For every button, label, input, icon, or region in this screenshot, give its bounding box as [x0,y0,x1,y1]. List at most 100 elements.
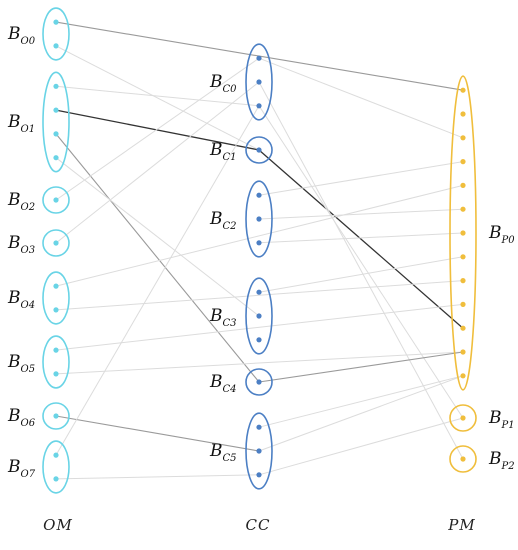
block-o5 [42,335,70,389]
point-o4-1 [53,307,59,313]
edge-c2-1-to-p0-5 [258,208,464,220]
edge-c4-0-to-p0-11 [258,351,464,383]
block-label-p1: BP1 [488,408,515,431]
point-c1-0 [256,147,262,153]
point-p0-11 [460,349,466,355]
block-outline-c5 [245,412,273,490]
block-o6 [42,402,70,430]
block-o3 [42,229,70,257]
block-c3 [245,277,273,355]
column-labels: OM CC PM [43,516,475,534]
point-o0-1 [53,43,59,49]
edge-o7-1-to-c5-2 [55,474,260,480]
block-outline-o3 [42,229,70,257]
block-outline-o2 [42,186,70,214]
block-label-o5: BO5 [7,352,35,375]
block-o7 [42,440,70,494]
point-p0-1 [460,111,466,117]
edge-c0-0-to-p0-2 [258,57,464,139]
block-label-o4: BO4 [7,288,35,311]
edge-c2-2-to-p0-6 [258,232,464,244]
block-outline-p1 [449,404,477,432]
point-c2-2 [256,240,262,246]
point-c0-2 [256,103,262,109]
block-c0 [245,43,273,121]
block-label-o2: BO2 [7,190,35,213]
point-o0-0 [53,19,59,25]
edge-c0-2-to-p1-0 [258,105,464,419]
point-o4-0 [53,283,59,289]
point-c3-1 [256,313,262,319]
point-p2-0 [460,456,466,462]
point-p1-0 [460,415,466,421]
block-p2 [449,445,477,473]
point-o1-2 [53,131,59,137]
edge-c0-1-to-p2-0 [258,81,464,460]
edge-o4-0-to-p0-4 [55,184,464,287]
point-p0-9 [460,301,466,307]
block-label-c2: BC2 [209,209,237,232]
point-c2-0 [256,192,262,198]
block-outline-o5 [42,335,70,389]
edge-o3-0-to-c0-1 [55,81,260,244]
point-o7-1 [53,476,59,482]
block-outline-o0 [42,7,70,61]
block-c4 [245,368,273,396]
block-label-c0: BC0 [209,72,237,95]
block-label-o1: BO1 [7,112,35,135]
block-outline-o7 [42,440,70,494]
block-outline-o6 [42,402,70,430]
point-c0-1 [256,79,262,85]
block-o1 [42,71,70,173]
point-c3-2 [256,337,262,343]
point-c2-1 [256,216,262,222]
block-outline-c1 [245,136,273,164]
block-o4 [42,271,70,325]
block-label-c3: BC3 [209,306,237,329]
point-o1-3 [53,155,59,161]
edge-c5-1-to-p0-12 [258,375,464,452]
block-label-c5: BC5 [209,441,237,464]
point-p0-8 [460,278,466,284]
edge-c5-2-to-p1-0 [258,417,464,476]
block-label-o7: BO7 [7,457,36,480]
block-outline-c2 [245,180,273,258]
block-label-c4: BC4 [209,372,237,395]
point-p0-10 [460,325,466,331]
point-c5-2 [256,472,262,478]
column-label-om: OM [43,516,73,534]
edge-c3-0-to-p0-7 [258,256,464,293]
block-outline-o4 [42,271,70,325]
point-p0-0 [460,87,466,93]
block-label-o0: BO0 [7,24,36,47]
edge-o1-1-to-c1-0 [55,109,260,151]
edge-o1-3-to-c3-1 [55,157,260,317]
block-o2 [42,186,70,214]
edge-o2-0-to-c0-0 [55,57,260,201]
block-outline-o1 [42,71,70,173]
point-p0-7 [460,254,466,260]
point-c3-0 [256,289,262,295]
column-label-pm: PM [447,516,475,534]
edge-c5-0-to-p0-12 [258,375,464,428]
labels-layer: BO0BO1BO2BO3BO4BO5BO6BO7BC0BC1BC2BC3BC4B… [7,24,515,480]
edge-o6-0-to-c5-1 [55,415,260,452]
block-outline-p0 [449,75,477,391]
edge-c1-0-to-p0-10 [258,149,464,329]
block-label-p2: BP2 [488,449,515,472]
point-o2-0 [53,197,59,203]
point-p0-5 [460,206,466,212]
point-o6-0 [53,413,59,419]
block-outline-c0 [245,43,273,121]
block-p0 [449,75,477,391]
edge-o0-1-to-c1-0 [55,45,260,151]
edge-o7-0-to-c0-2 [55,105,260,456]
block-c5 [245,412,273,490]
point-c0-0 [256,55,262,61]
block-label-o6: BO6 [7,406,36,429]
edge-o1-2-to-c4-0 [55,133,260,383]
block-p1 [449,404,477,432]
edge-c2-0-to-p0-3 [258,161,464,196]
point-c5-0 [256,424,262,430]
